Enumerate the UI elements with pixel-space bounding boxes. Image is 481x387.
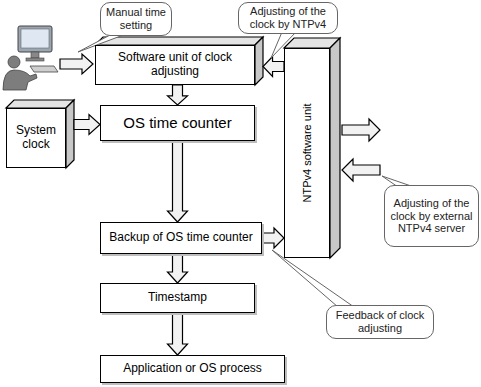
box-label: OS time counter xyxy=(123,114,231,131)
box-label: NTPv4 software unit xyxy=(301,103,314,202)
callout-note: Feedback of clock adjusting xyxy=(326,305,434,339)
box-label: Backup of OS time counter xyxy=(109,231,252,245)
box-faces xyxy=(6,37,340,258)
block-arrow xyxy=(168,254,188,283)
box-label: Software unit of clock adjusting xyxy=(100,51,250,79)
block-arrow xyxy=(168,85,188,105)
callout-note: Adjusting of the clock by NTPv4 xyxy=(238,2,338,34)
callout-text: Manual time setting xyxy=(104,6,168,31)
box-side-face xyxy=(330,38,340,258)
process-box: NTPv4 software unit xyxy=(284,48,330,258)
process-box: Software unit of clock adjusting xyxy=(95,45,255,85)
illustration xyxy=(3,26,414,307)
monitor-screen xyxy=(21,29,49,48)
input-arrow xyxy=(342,159,380,181)
box-side-face xyxy=(66,100,74,168)
monitor xyxy=(18,26,52,52)
monitor-base xyxy=(26,58,44,61)
callout-text: Adjusting of the clock by external NTPv4… xyxy=(388,197,475,235)
connectors xyxy=(74,57,284,356)
person-body xyxy=(3,70,37,90)
output-arrow xyxy=(342,119,380,141)
user-icon xyxy=(3,26,58,90)
box-top-face xyxy=(95,37,263,45)
callout-text: Feedback of clock adjusting xyxy=(330,309,430,334)
box-side-face xyxy=(255,37,263,85)
person-head xyxy=(8,56,20,68)
monitor-stand xyxy=(31,52,39,58)
block-arrow xyxy=(168,141,188,222)
box-top-face xyxy=(6,100,74,108)
process-box: OS time counter xyxy=(100,105,255,141)
block-arrow xyxy=(168,313,188,355)
input-arrow xyxy=(60,54,93,74)
process-box: Backup of OS time counter xyxy=(100,222,262,254)
process-box: Timestamp xyxy=(100,283,255,313)
callout-tail xyxy=(272,250,354,307)
callout-note: Manual time setting xyxy=(100,2,172,36)
block-arrow xyxy=(262,228,284,248)
box-label: System clock xyxy=(11,124,61,152)
block-arrow xyxy=(263,57,284,77)
callout-text: Adjusting of the clock by NTPv4 xyxy=(242,5,334,30)
clock-box: System clock xyxy=(6,108,66,168)
block-arrow xyxy=(74,115,100,135)
callout-note: Adjusting of the clock by external NTPv4… xyxy=(384,185,479,247)
keyboard xyxy=(30,66,58,72)
box-label: Timestamp xyxy=(148,291,207,305)
box-label: Application or OS process xyxy=(123,362,262,376)
process-box: Application or OS process xyxy=(100,355,285,383)
